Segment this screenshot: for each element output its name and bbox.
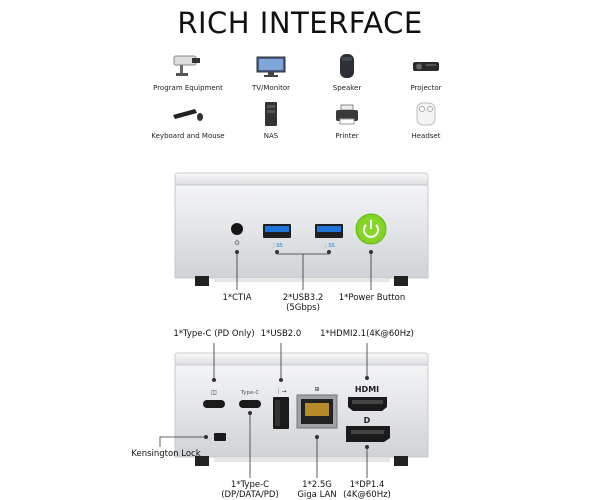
callout-ctia: 1*CTIA (222, 293, 252, 303)
hdmi-port (348, 397, 387, 411)
security-camera-icon (133, 52, 243, 80)
device-tv-monitor: TV/Monitor (216, 52, 326, 92)
device-nas: NAS (216, 100, 326, 140)
typec-dp-port (239, 400, 261, 408)
svg-text:⊞: ⊞ (314, 386, 319, 393)
dp-port (346, 426, 390, 442)
headset-symbol: ⊙ (234, 239, 240, 247)
callout-usb32-speed: (5Gbps) (286, 303, 320, 313)
callout-lan: 1*2.5G Giga LAN (290, 480, 344, 500)
device-label: NAS (263, 132, 279, 140)
callout-dp-sub: (4K@60Hz) (343, 490, 391, 500)
svg-text:⋮→: ⋮→ (275, 388, 286, 395)
callout-lan-sub: Giga LAN (297, 490, 337, 500)
callout-usb32: 2*USB3.2 (5Gbps) (268, 293, 338, 313)
callout-hdmi: 1*HDMI2.1(4K@60Hz) (320, 329, 414, 339)
typec-marking: Type-C (240, 390, 260, 396)
audio-jack (231, 223, 243, 235)
device-label: TV/Monitor (251, 84, 291, 92)
svg-text:◫: ◫ (211, 389, 217, 396)
device-speaker: Speaker (292, 52, 402, 92)
nas-icon (216, 100, 326, 128)
callout-typec-dp: 1*Type-C (DP/DATA/PD) (215, 480, 285, 500)
projector-icon (371, 52, 481, 80)
monitor-icon (216, 52, 326, 80)
callout-dp-label: 1*DP1.4 (349, 480, 385, 490)
device-label: Projector (410, 84, 442, 92)
callout-dp: 1*DP1.4 (4K@60Hz) (337, 480, 397, 500)
device-label: Printer (335, 132, 359, 140)
device-keyboard-mouse: Keyboard and Mouse (133, 100, 243, 140)
device-program-equipment: Program Equipment (133, 52, 243, 92)
device-printer: Printer (292, 100, 402, 140)
callout-typec-pd: 1*Type-C (PD Only) (173, 329, 255, 339)
svg-text:⋮SS: ⋮SS (271, 243, 282, 249)
page-title: RICH INTERFACE (177, 6, 423, 40)
callout-usb20: 1*USB2.0 (260, 329, 302, 339)
device-projector: Projector (371, 52, 481, 92)
printer-icon (292, 100, 402, 128)
lan-port: ⊞ (296, 386, 338, 429)
dp-logo: D (364, 416, 371, 425)
kensington-slot (214, 433, 226, 441)
earbuds-icon (371, 100, 481, 128)
rear-panel: ◫ Type-C ⋮→ ⊞ HDMI D (159, 343, 429, 478)
device-label: Keyboard and Mouse (151, 132, 225, 140)
typec-pd-port (203, 400, 225, 408)
callout-lan-label: 1*2.5G (302, 480, 332, 490)
power-button (355, 213, 387, 245)
usb3-port: ⋮SS (263, 224, 291, 249)
device-label: Speaker (332, 84, 362, 92)
callout-usb32-label: 2*USB3.2 (282, 293, 324, 303)
device-label: Program Equipment (153, 84, 223, 92)
front-panel: ⊙ ⋮SS ⋮SS (174, 172, 429, 290)
callout-typec-dp-label: 1*Type-C (230, 480, 270, 490)
callout-kensington: Kensington Lock (131, 449, 201, 459)
callout-typec-dp-sub: (DP/DATA/PD) (221, 490, 279, 500)
speaker-icon (292, 52, 402, 80)
keyboard-mouse-icon (133, 100, 243, 128)
hdmi-logo: HDMI (355, 385, 379, 394)
callout-power-button: 1*Power Button (338, 293, 406, 303)
svg-text:⋮SS: ⋮SS (323, 243, 334, 249)
device-headset: Headset (371, 100, 481, 140)
device-label: Headset (411, 132, 441, 140)
usb3-port: ⋮SS (315, 224, 343, 249)
